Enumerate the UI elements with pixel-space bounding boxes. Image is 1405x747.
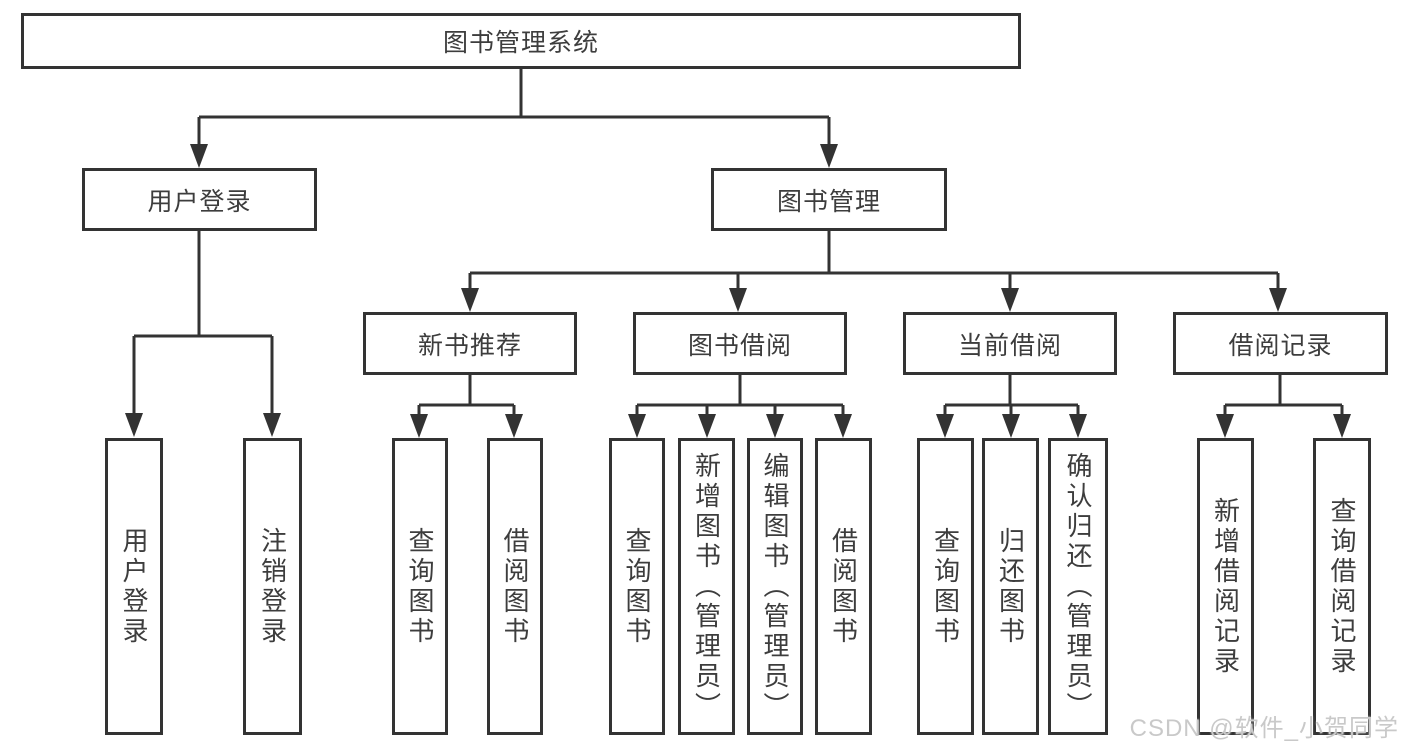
leaf-borrow-books-borrowing: 借阅图书: [815, 438, 872, 735]
leaf-query-borrow-record: 查询借阅记录: [1313, 438, 1371, 735]
arrowheads: [125, 144, 1351, 438]
node-book-management: 图书管理: [711, 168, 947, 231]
leaf-add-borrow-record: 新增借阅记录: [1197, 438, 1254, 735]
leaf-borrow-books-recommend: 借阅图书: [487, 438, 543, 735]
leaf-user-login: 用户登录: [105, 438, 163, 735]
leaf-query-books-borrowing: 查询图书: [609, 438, 665, 735]
leaf-edit-books-admin: 编辑图书（管理员）: [747, 438, 803, 735]
node-library-system: 图书管理系统: [21, 13, 1021, 69]
node-book-borrowing: 图书借阅: [633, 312, 847, 375]
node-new-book-recommend: 新书推荐: [363, 312, 577, 375]
leaf-add-books-admin: 新增图书（管理员）: [678, 438, 735, 735]
leaf-logout: 注销登录: [243, 438, 302, 735]
node-borrow-records: 借阅记录: [1173, 312, 1388, 375]
csdn-watermark: CSDN @软件_小贺同学: [1129, 715, 1399, 742]
leaf-query-books-recommend: 查询图书: [392, 438, 448, 735]
node-current-borrowing: 当前借阅: [903, 312, 1117, 375]
leaf-confirm-return-admin: 确认归还（管理员）: [1048, 438, 1108, 735]
node-user-login: 用户登录: [82, 168, 317, 231]
leaf-return-books: 归还图书: [982, 438, 1039, 735]
leaf-query-books-current: 查询图书: [917, 438, 974, 735]
